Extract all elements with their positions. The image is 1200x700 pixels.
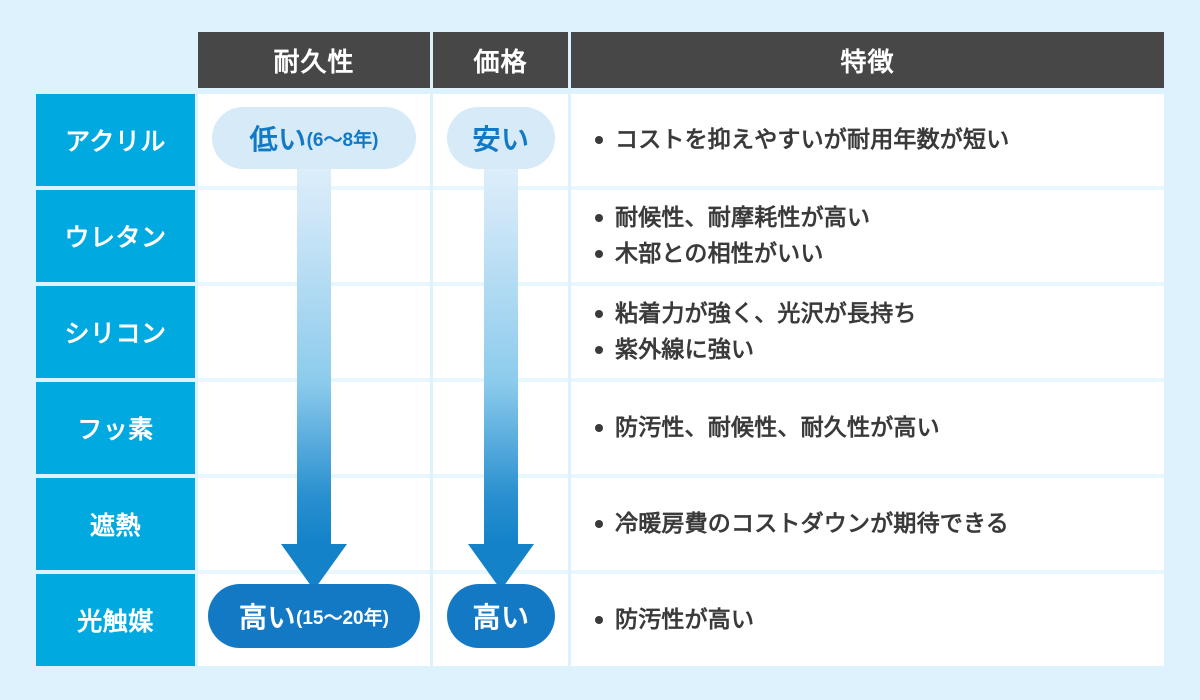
- pill-price-acrylic: 安い: [447, 107, 555, 169]
- grid-gap: [430, 94, 433, 186]
- column-header-durability: 耐久性: [198, 32, 430, 88]
- row-separator: [571, 378, 1164, 382]
- pill-sub-label: (15〜20年): [296, 607, 389, 629]
- cell-features-silicone: 粘着力が強く、光沢が長持ち 紫外線に強い: [571, 286, 1164, 378]
- row-separator: [571, 570, 1164, 574]
- feature-item: 木部との相性がいい: [593, 236, 1164, 272]
- cell-durability-silicone: [198, 286, 430, 378]
- row-label-photocatalyst: 光触媒: [36, 574, 195, 666]
- cell-features-acrylic: コストを抑えやすいが耐用年数が短い: [571, 94, 1164, 186]
- cell-features-fluorine: 防汚性、耐候性、耐久性が高い: [571, 382, 1164, 474]
- grid-gap: [195, 286, 198, 378]
- grid-gap: [195, 94, 198, 186]
- pill-durability-photocatalyst: 高い (15〜20年): [208, 584, 420, 648]
- row-label-urethane: ウレタン: [36, 190, 195, 282]
- grid-gap: [568, 286, 571, 378]
- pill-price-photocatalyst: 高い: [447, 584, 555, 648]
- feature-item: 防汚性が高い: [593, 602, 1164, 638]
- grid-gap: [195, 478, 198, 570]
- cell-price-urethane: [433, 190, 568, 282]
- grid-gap: [568, 574, 571, 666]
- grid-gap: [430, 190, 433, 282]
- pill-main-label: 高い: [239, 602, 297, 633]
- row-separator: [571, 186, 1164, 190]
- row-separator: [571, 474, 1164, 478]
- cell-durability-fluorine: [198, 382, 430, 474]
- feature-item: 防汚性、耐候性、耐久性が高い: [593, 410, 1164, 446]
- grid-gap: [195, 574, 198, 666]
- grid-gap: [430, 382, 433, 474]
- feature-item: 粘着力が強く、光沢が長持ち: [593, 296, 1164, 332]
- row-label-acrylic: アクリル: [36, 94, 195, 186]
- table-header-corner: [36, 32, 195, 88]
- cell-durability-heat-shield: [198, 478, 430, 570]
- pill-sub-label: (6〜8年): [306, 129, 379, 151]
- cell-price-heat-shield: [433, 478, 568, 570]
- column-header-features: 特徴: [571, 32, 1164, 88]
- pill-durability-acrylic: 低い (6〜8年): [212, 107, 416, 169]
- cell-durability-urethane: [198, 190, 430, 282]
- row-label-silicone: シリコン: [36, 286, 195, 378]
- grid-gap: [195, 382, 198, 474]
- pill-main-label: 高い: [472, 602, 530, 633]
- grid-gap: [568, 382, 571, 474]
- grid-gap: [568, 478, 571, 570]
- cell-price-silicone: [433, 286, 568, 378]
- column-header-price: 価格: [433, 32, 568, 88]
- grid-gap: [430, 574, 433, 666]
- grid-gap: [568, 190, 571, 282]
- grid-gap: [430, 286, 433, 378]
- grid-gap: [195, 190, 198, 282]
- cell-features-urethane: 耐候性、耐摩耗性が高い 木部との相性がいい: [571, 190, 1164, 282]
- cell-features-heat-shield: 冷暖房費のコストダウンが期待できる: [571, 478, 1164, 570]
- row-label-fluorine: フッ素: [36, 382, 195, 474]
- pill-main-label: 低い: [249, 124, 307, 155]
- feature-item: 冷暖房費のコストダウンが期待できる: [593, 506, 1164, 542]
- row-label-heat-shield: 遮熱: [36, 478, 195, 570]
- feature-item: 耐候性、耐摩耗性が高い: [593, 200, 1164, 236]
- pill-main-label: 安い: [472, 124, 530, 155]
- paint-comparison-table: 耐久性 価格 特徴 アクリル コストを抑えやすいが耐用年数が短い: [36, 32, 1164, 666]
- cell-features-photocatalyst: 防汚性が高い: [571, 574, 1164, 666]
- grid-gap: [430, 478, 433, 570]
- grid-gap: [568, 94, 571, 186]
- table-grid: 耐久性 価格 特徴 アクリル コストを抑えやすいが耐用年数が短い: [36, 32, 1164, 666]
- feature-item: コストを抑えやすいが耐用年数が短い: [593, 122, 1164, 158]
- feature-item: 紫外線に強い: [593, 332, 1164, 368]
- cell-price-fluorine: [433, 382, 568, 474]
- row-separator: [571, 282, 1164, 286]
